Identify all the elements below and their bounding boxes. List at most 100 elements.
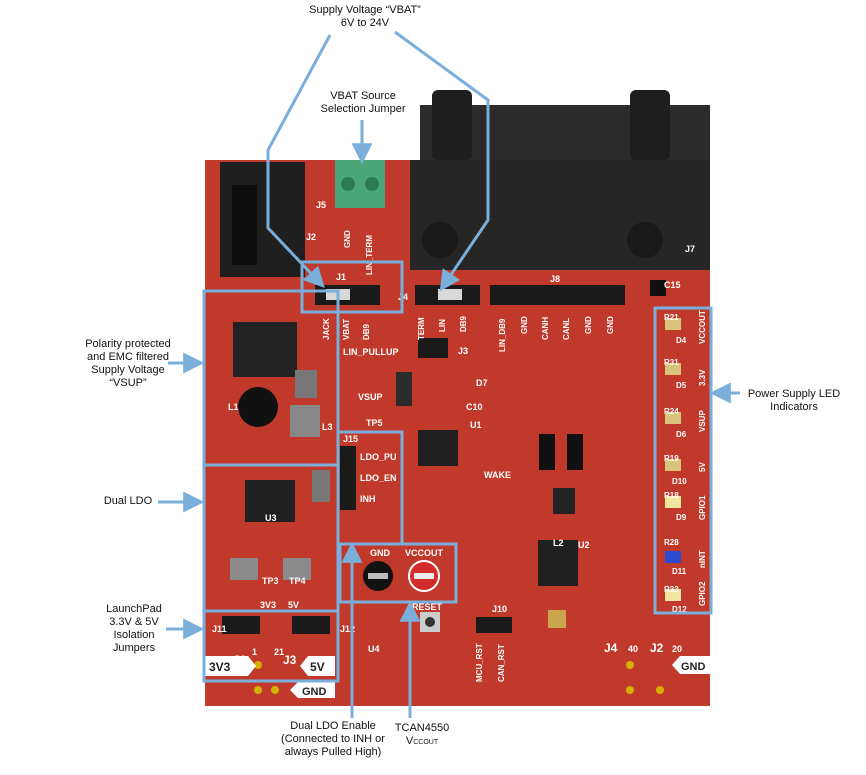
- c10-label: C10: [466, 402, 483, 412]
- tab-gnd-right: GND: [672, 656, 710, 674]
- box-vbat-jumper: [300, 260, 404, 314]
- l2-label: L2: [553, 538, 564, 548]
- j2-label: J2: [306, 232, 316, 242]
- callout-launchpad-line2: 3.3V & 5V: [109, 616, 159, 628]
- callout-vbat-jumper-line1: VBAT Source: [330, 90, 396, 102]
- j12-label: J12: [340, 624, 355, 634]
- led-ref-d4: D4: [676, 336, 687, 345]
- res-ref-r28: R28: [664, 538, 679, 547]
- callout-launchpad-line3: Isolation: [113, 629, 155, 641]
- tab-5v: 5V: [300, 656, 335, 676]
- tab-gnd-right-label: GND: [681, 661, 706, 673]
- led-label-nint: nINT: [698, 550, 707, 568]
- j4-bottom-label: J4: [604, 641, 618, 655]
- led-label-3v3: 3.3V: [698, 369, 707, 386]
- j8-label: J8: [550, 274, 560, 284]
- tab-gnd-left: GND: [290, 682, 335, 698]
- callout-ldo-enable-line2: (Connected to INH or: [281, 733, 385, 745]
- j4-pin-db9: DB9: [459, 315, 468, 332]
- led-label-gpio1: GPIO1: [698, 495, 707, 520]
- u3-chip: [245, 480, 295, 522]
- tab-5v-label: 5V: [310, 660, 325, 674]
- pin40-label: 40: [628, 644, 638, 654]
- j4-pin-term: TERM: [417, 317, 426, 340]
- l3-label: L3: [322, 422, 333, 432]
- wake-label: WAKE: [484, 470, 511, 480]
- u1-label: U1: [470, 420, 482, 430]
- pin21-label: 21: [274, 647, 284, 657]
- box-vccout: [338, 542, 458, 604]
- callout-led: Power Supply LED Indicators: [742, 388, 846, 414]
- callout-ldo-enable: Dual LDO Enable (Connected to INH or alw…: [278, 720, 388, 759]
- led-ref-d5: D5: [676, 381, 687, 390]
- j8-header: [490, 285, 625, 305]
- j5-terminal: [335, 160, 385, 208]
- arrow-vbat-db9: [394, 30, 490, 292]
- callout-launchpad-line1: LaunchPad: [106, 603, 162, 615]
- j5-pin-gnd: GND: [343, 230, 352, 248]
- led-ref-d12: D12: [672, 605, 687, 614]
- j5-label: J5: [316, 200, 326, 210]
- res-ref-r31: R31: [664, 358, 679, 367]
- pin20-label: 20: [672, 644, 682, 654]
- led-ref-d6: D6: [676, 430, 687, 439]
- callout-vccout-v: V: [405, 735, 414, 747]
- tp4-label: TP4: [289, 576, 306, 586]
- callout-vccout-sub: CCOUT: [413, 739, 439, 746]
- u4-label: U4: [368, 644, 380, 654]
- j8-pin-lin-db9: LIN_DB9: [498, 318, 507, 352]
- db9-shell: [410, 160, 710, 270]
- inductor-l1: [238, 387, 278, 427]
- callout-vbat: Supply Voltage “VBAT” 6V to 24V: [305, 4, 425, 30]
- mcu-rst-label: MCU_RST: [475, 643, 484, 682]
- vccout-tp-label: VCCOUT: [405, 548, 444, 558]
- tab-3v3-label: 3V3: [209, 660, 231, 674]
- box-led-indicators: [653, 306, 713, 615]
- j8-pin-canh: CANH: [541, 317, 550, 340]
- j11-label: J11: [212, 624, 227, 634]
- callout-vsup-line4: “VSUP”: [109, 377, 147, 389]
- highlight-boxes: [202, 260, 713, 683]
- callout-dual-ldo-line1: Dual LDO: [103, 495, 153, 507]
- u2-label: U2: [578, 540, 590, 550]
- ldo-pu-label: LDO_PU: [360, 452, 397, 462]
- led-label-5v: 5V: [698, 462, 707, 472]
- led-ref-d11: D11: [672, 567, 687, 576]
- reset-label: RESET: [412, 602, 443, 612]
- callout-ldo-enable-line1: Dual LDO Enable: [290, 720, 376, 732]
- led-label-gpio2: GPIO2: [698, 581, 707, 606]
- callout-vsup-line3: Supply Voltage: [91, 364, 165, 376]
- callout-vbat-line1: Supply Voltage “VBAT”: [309, 4, 421, 16]
- res-ref-r33: R33: [664, 585, 679, 594]
- callout-vbat-jumper-line2: Selection Jumper: [320, 103, 406, 115]
- j7-label: J7: [685, 244, 695, 254]
- res-ref-r18: R18: [664, 491, 679, 500]
- callout-vsup-line2: and EMC filtered: [87, 351, 169, 363]
- j3-label: J3: [458, 346, 468, 356]
- callout-dual-ldo: Dual LDO: [100, 495, 156, 508]
- res-ref-r19: R19: [664, 454, 679, 463]
- v33-small-label: 3V3: [260, 600, 276, 610]
- u2-chip: [538, 540, 578, 586]
- led-label-vsup: VSUP: [698, 410, 707, 432]
- callout-led-line2: Indicators: [770, 401, 818, 413]
- d7-label: D7: [476, 378, 488, 388]
- v5-small-label: 5V: [288, 600, 299, 610]
- gnd-tp-label: GND: [370, 548, 391, 558]
- c15-label: C15: [664, 280, 681, 290]
- led-ref-d9: D9: [676, 513, 687, 522]
- tab-3v3: 3V3: [205, 656, 256, 676]
- callout-vsup-line1: Polarity protected: [85, 338, 171, 350]
- j1-pin-vbat: VBAT: [342, 319, 351, 340]
- ldo-en-label: LDO_EN: [360, 473, 397, 483]
- callout-led-line1: Power Supply LED: [747, 388, 841, 400]
- tp5-label: TP5: [366, 418, 383, 428]
- j8-pin-gnd-2: GND: [584, 316, 593, 334]
- j1-pin-db9: DB9: [362, 323, 371, 340]
- led-column: [665, 318, 681, 601]
- lin-pullup-label: LIN_PULLUP: [343, 347, 399, 357]
- box-launchpad-jumpers: [202, 609, 340, 683]
- led-ref-d10: D10: [672, 477, 687, 486]
- j1-label: J1: [336, 272, 346, 282]
